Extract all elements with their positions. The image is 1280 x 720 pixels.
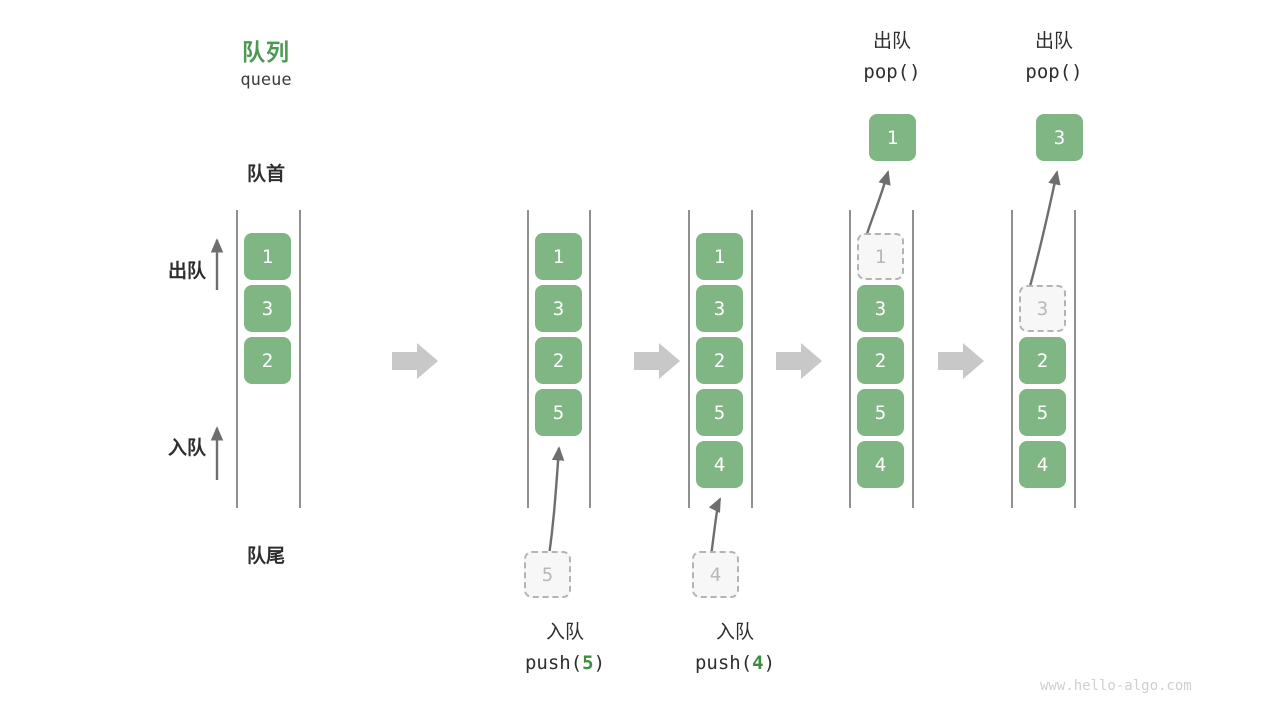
queue-cell: 2 <box>1019 337 1066 384</box>
push-op-arg: 5 <box>582 652 594 674</box>
queue-cell: 1 <box>535 233 582 280</box>
queue-cell: 5 <box>696 389 743 436</box>
pop-1-op-label: 出队 pop() <box>812 27 972 87</box>
queue-cell: 2 <box>244 337 291 384</box>
queue-cell: 4 <box>1019 441 1066 488</box>
queue-cell: 3 <box>244 285 291 332</box>
page-title-en: queue <box>240 70 292 90</box>
popped-result-cell: 1 <box>869 114 916 161</box>
queue-cell: 1 <box>244 233 291 280</box>
push-op-label-cn: 入队 <box>715 622 754 643</box>
site-watermark: www.hello-algo.com <box>1040 678 1192 694</box>
dequeue-direction-label: 出队 <box>167 261 206 282</box>
page-title-cn: 队列 <box>242 39 290 65</box>
queue-front-label: 队首 <box>246 164 285 185</box>
push-op-suffix: ) <box>763 652 776 674</box>
queue-cell: 2 <box>696 337 743 384</box>
queue-cell: 4 <box>857 441 904 488</box>
push-op-label-code: push(4) <box>645 648 825 678</box>
popped-result-cell: 3 <box>1036 114 1083 161</box>
push-op-arg: 4 <box>752 652 764 674</box>
queue-cell: 2 <box>535 337 582 384</box>
queue-cell: 3 <box>696 285 743 332</box>
vacated-ghost-cell: 3 <box>1019 285 1066 332</box>
pop-3-op-label: 出队 pop() <box>974 27 1134 87</box>
pop-op-label-cn: 出队 <box>1034 31 1073 52</box>
pop-op-label-code: pop() <box>863 61 921 83</box>
queue-cell: 2 <box>857 337 904 384</box>
queue-cell: 3 <box>857 285 904 332</box>
queue-rear-label: 队尾 <box>246 546 285 567</box>
queue-cell: 4 <box>696 441 743 488</box>
push-op-label-cn: 入队 <box>545 622 584 643</box>
queue-cell: 5 <box>535 389 582 436</box>
push-op-suffix: ) <box>593 652 606 674</box>
pop-op-label-code: pop() <box>1025 61 1083 83</box>
queue-cell: 5 <box>857 389 904 436</box>
transition-arrow-3-4 <box>776 343 822 379</box>
pop-arrow-step-4 <box>864 170 891 238</box>
push-4-op-label: 入队 push(4) <box>645 618 825 678</box>
queue-cell: 3 <box>535 285 582 332</box>
push-op-prefix: push( <box>694 652 753 674</box>
transition-arrow-2-3 <box>634 343 680 379</box>
pop-op-label-cn: 出队 <box>872 31 911 52</box>
push-arrow-step-3 <box>708 497 722 557</box>
push-arrow-step-2 <box>547 446 565 557</box>
push-op-label-code: push(5) <box>475 648 655 678</box>
push-op-prefix: push( <box>524 652 583 674</box>
incoming-ghost-cell: 4 <box>692 551 739 598</box>
push-5-op-label: 入队 push(5) <box>475 618 655 678</box>
transition-arrow-4-5 <box>938 343 984 379</box>
queue-cell: 5 <box>1019 389 1066 436</box>
queue-cell: 1 <box>696 233 743 280</box>
incoming-ghost-cell: 5 <box>524 551 571 598</box>
transition-arrow-1-2 <box>392 343 438 379</box>
pop-arrow-step-5 <box>1027 170 1061 291</box>
vacated-ghost-cell: 1 <box>857 233 904 280</box>
enqueue-direction-label: 入队 <box>167 438 206 459</box>
